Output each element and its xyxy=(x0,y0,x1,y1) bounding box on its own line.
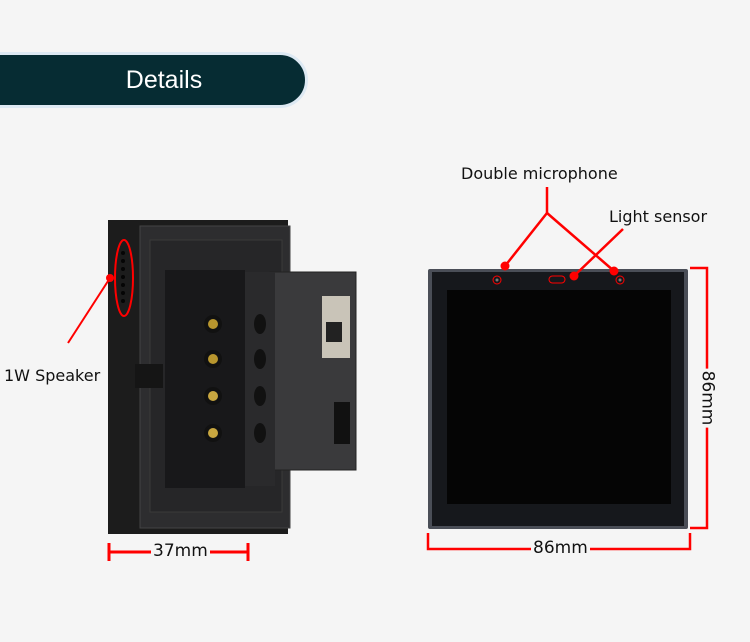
switch-back-view xyxy=(108,220,357,534)
switch-front-view xyxy=(428,269,688,529)
banner-title: Details xyxy=(125,65,203,94)
sensor-annotations xyxy=(500,187,624,281)
depth-dimension-label: 37mm xyxy=(151,541,210,561)
light-sensor-label: Light sensor xyxy=(609,207,708,226)
speaker-label: 1W Speaker xyxy=(4,366,101,385)
details-banner: Details xyxy=(0,52,308,108)
width-dimension-label: 86mm xyxy=(531,538,590,558)
terminal-screws xyxy=(204,314,266,443)
microphone-label: Double microphone xyxy=(461,164,618,183)
height-dimension-label: 86mm xyxy=(697,368,718,428)
speaker-annotation xyxy=(67,239,134,344)
speaker-holes xyxy=(121,251,125,303)
